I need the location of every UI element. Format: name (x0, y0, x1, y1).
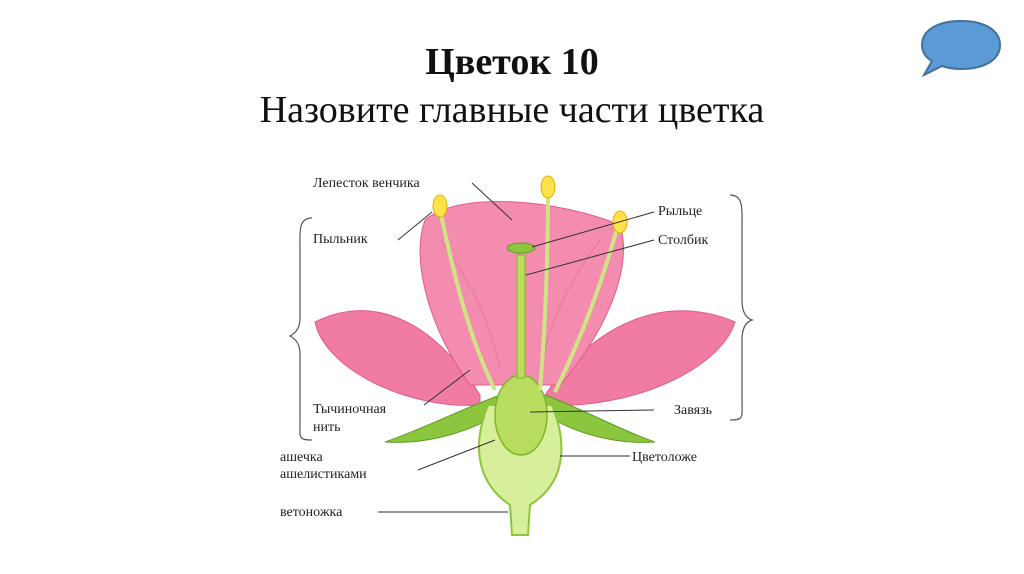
label-receptacle: Цветоложе (632, 450, 697, 465)
speech-bubble-icon[interactable] (918, 18, 1004, 78)
brace-right (729, 194, 754, 421)
anther-2 (540, 175, 556, 199)
label-petal: Лепесток венчика (313, 176, 420, 191)
label-ovary: Завязь (674, 403, 713, 418)
label-style: Столбик (658, 233, 709, 248)
label-filament-line2: нить (313, 420, 341, 435)
stigma (506, 242, 536, 254)
style (516, 254, 526, 379)
label-filament-line1: Тычиночная (313, 402, 387, 417)
slide-subtitle: Назовите главные части цветка (259, 89, 765, 131)
anther-1 (432, 194, 448, 218)
label-stigma: Рыльце (658, 204, 703, 219)
label-anther: Пыльник (313, 232, 368, 247)
slide-title: Цветок 10 (425, 41, 599, 83)
petal-left (314, 310, 481, 406)
petal-right (544, 310, 736, 406)
label-sepals-line1: ашечка (280, 450, 323, 465)
label-sepals-line2: ашелистиками (280, 467, 367, 482)
label-pedicel: ветоножка (280, 505, 343, 520)
brace-left (288, 217, 313, 441)
